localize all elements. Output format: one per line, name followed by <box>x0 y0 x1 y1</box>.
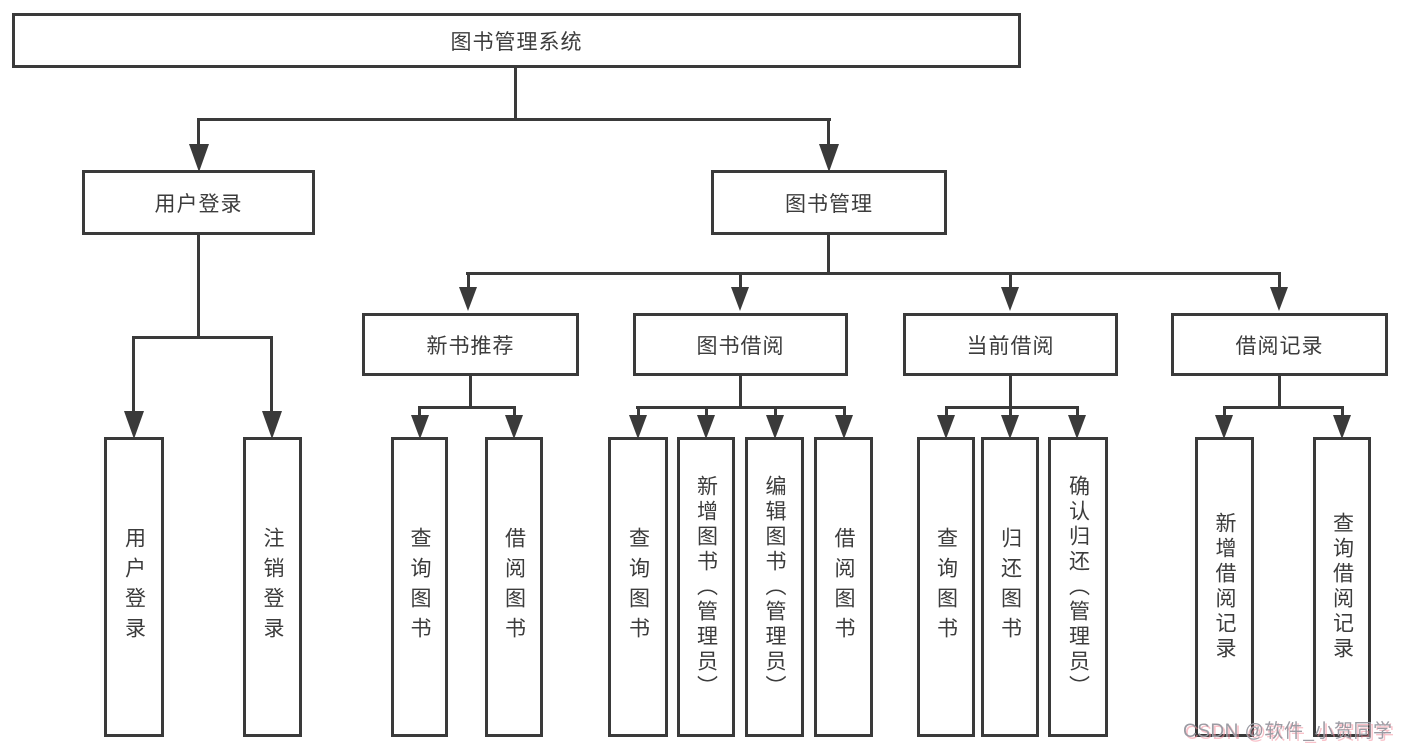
arrowhead-down-icon <box>835 415 853 439</box>
node-new-book-recommendation: 新书推荐 <box>362 313 579 376</box>
node-book-borrowing: 图书借阅 <box>633 313 848 376</box>
arrowhead-down-icon <box>459 287 477 311</box>
node-label: 用户登录 <box>154 192 243 216</box>
leaf-borrow-books-recommend: 借阅图书 <box>485 437 543 737</box>
node-label: 当前借阅 <box>966 334 1055 358</box>
leaf-add-book-admin: 新增图书（管理员） <box>677 437 735 737</box>
node-label: 确认归还（管理员） <box>1066 474 1090 700</box>
arrowhead-down-icon <box>1001 287 1019 311</box>
connector-rail <box>418 406 516 409</box>
leaf-logout: 注销登录 <box>243 437 302 737</box>
node-label: 图书管理 <box>785 192 873 216</box>
connector-leaf-drop <box>637 406 640 418</box>
leaf-borrow-books-borrowing: 借阅图书 <box>814 437 873 737</box>
connector-leaf-drop <box>418 406 421 418</box>
leaf-query-books-recommend: 查询图书 <box>391 437 448 737</box>
connector-rail <box>1223 406 1343 409</box>
connector-level3-drop <box>1278 272 1281 290</box>
node-label: 查询图书 <box>408 527 431 647</box>
connector-stem <box>469 374 472 408</box>
connector-leaf-drop <box>1223 406 1226 418</box>
connector-user-login-stem <box>197 233 200 338</box>
connector-leaf-drop <box>1009 406 1012 418</box>
node-label: 借阅图书 <box>832 527 855 647</box>
node-label: 新书推荐 <box>426 334 515 358</box>
connector-leaf-drop <box>1076 406 1079 418</box>
node-label: 查询图书 <box>626 527 650 647</box>
arrowhead-down-icon <box>1333 415 1351 439</box>
node-label: 图书借阅 <box>696 334 785 358</box>
arrowhead-down-icon <box>731 287 749 311</box>
leaf-query-books-current: 查询图书 <box>917 437 975 737</box>
node-label: 借阅记录 <box>1235 334 1324 358</box>
leaf-confirm-return-admin: 确认归还（管理员） <box>1048 437 1108 737</box>
leaf-user-login: 用户登录 <box>104 437 164 737</box>
node-book-management: 图书管理 <box>711 170 947 235</box>
arrowhead-down-icon <box>189 144 209 172</box>
node-borrowing-records: 借阅记录 <box>1171 313 1388 376</box>
connector-book-mgmt-rail <box>466 272 1281 275</box>
connector-leaf-drop <box>945 406 948 418</box>
leaf-add-borrow-record: 新增借阅记录 <box>1195 437 1254 737</box>
connector-leaf-drop <box>1341 406 1344 418</box>
node-label: 注销登录 <box>261 527 284 647</box>
connector-book-mgmt-drop <box>827 118 830 150</box>
connector-root-stem <box>514 66 517 119</box>
connector-leaf-drop <box>705 406 708 418</box>
connector-leaf-drop <box>270 336 273 415</box>
node-label: 编辑图书（管理员） <box>763 474 786 700</box>
arrowhead-down-icon <box>937 415 955 439</box>
node-label: 借阅图书 <box>502 527 526 647</box>
connector-level3-drop <box>739 272 742 290</box>
connector-stem <box>1009 374 1012 408</box>
leaf-return-book: 归还图书 <box>981 437 1039 737</box>
node-label: 新增图书（管理员） <box>694 474 718 700</box>
arrowhead-down-icon <box>124 411 144 439</box>
connector-leaf-drop <box>774 406 777 418</box>
connector-user-login-rail <box>132 336 273 339</box>
arrowhead-down-icon <box>505 415 523 439</box>
node-current-borrowing: 当前借阅 <box>903 313 1118 376</box>
node-label: 用户登录 <box>122 527 146 647</box>
arrowhead-down-icon <box>1068 415 1086 439</box>
arrowhead-down-icon <box>1215 415 1233 439</box>
node-user-login: 用户登录 <box>82 170 315 235</box>
connector-user-login-drop <box>197 118 200 150</box>
node-label: 新增借阅记录 <box>1213 512 1236 662</box>
arrowhead-down-icon <box>411 415 429 439</box>
arrowhead-down-icon <box>819 144 839 172</box>
arrowhead-down-icon <box>629 415 647 439</box>
leaf-edit-book-admin: 编辑图书（管理员） <box>745 437 804 737</box>
arrowhead-down-icon <box>262 411 282 439</box>
connector-level3-drop <box>467 272 470 290</box>
node-label: 查询图书 <box>934 527 958 647</box>
node-label: 归还图书 <box>998 527 1022 647</box>
connector-leaf-drop <box>132 336 135 415</box>
arrowhead-down-icon <box>1001 415 1019 439</box>
connector-leaf-drop <box>513 406 516 418</box>
arrowhead-down-icon <box>766 415 784 439</box>
node-library-management-system: 图书管理系统 <box>12 13 1021 68</box>
leaf-query-books-borrowing: 查询图书 <box>608 437 668 737</box>
connector-rail <box>636 406 845 409</box>
connector-stem <box>739 374 742 408</box>
connector-leaf-drop <box>843 406 846 418</box>
connector-stem <box>1278 374 1281 408</box>
node-label: 图书管理系统 <box>450 30 583 54</box>
arrowhead-down-icon <box>697 415 715 439</box>
connector-root-rail <box>197 118 831 121</box>
connector-level3-drop <box>1009 272 1012 290</box>
arrowhead-down-icon <box>1270 287 1288 311</box>
node-label: 查询借阅记录 <box>1330 512 1354 662</box>
leaf-query-borrow-record: 查询借阅记录 <box>1313 437 1371 737</box>
connector-book-mgmt-stem <box>827 233 830 274</box>
watermark-csdn: CSDN @软件_小贺同学 <box>1183 721 1393 742</box>
